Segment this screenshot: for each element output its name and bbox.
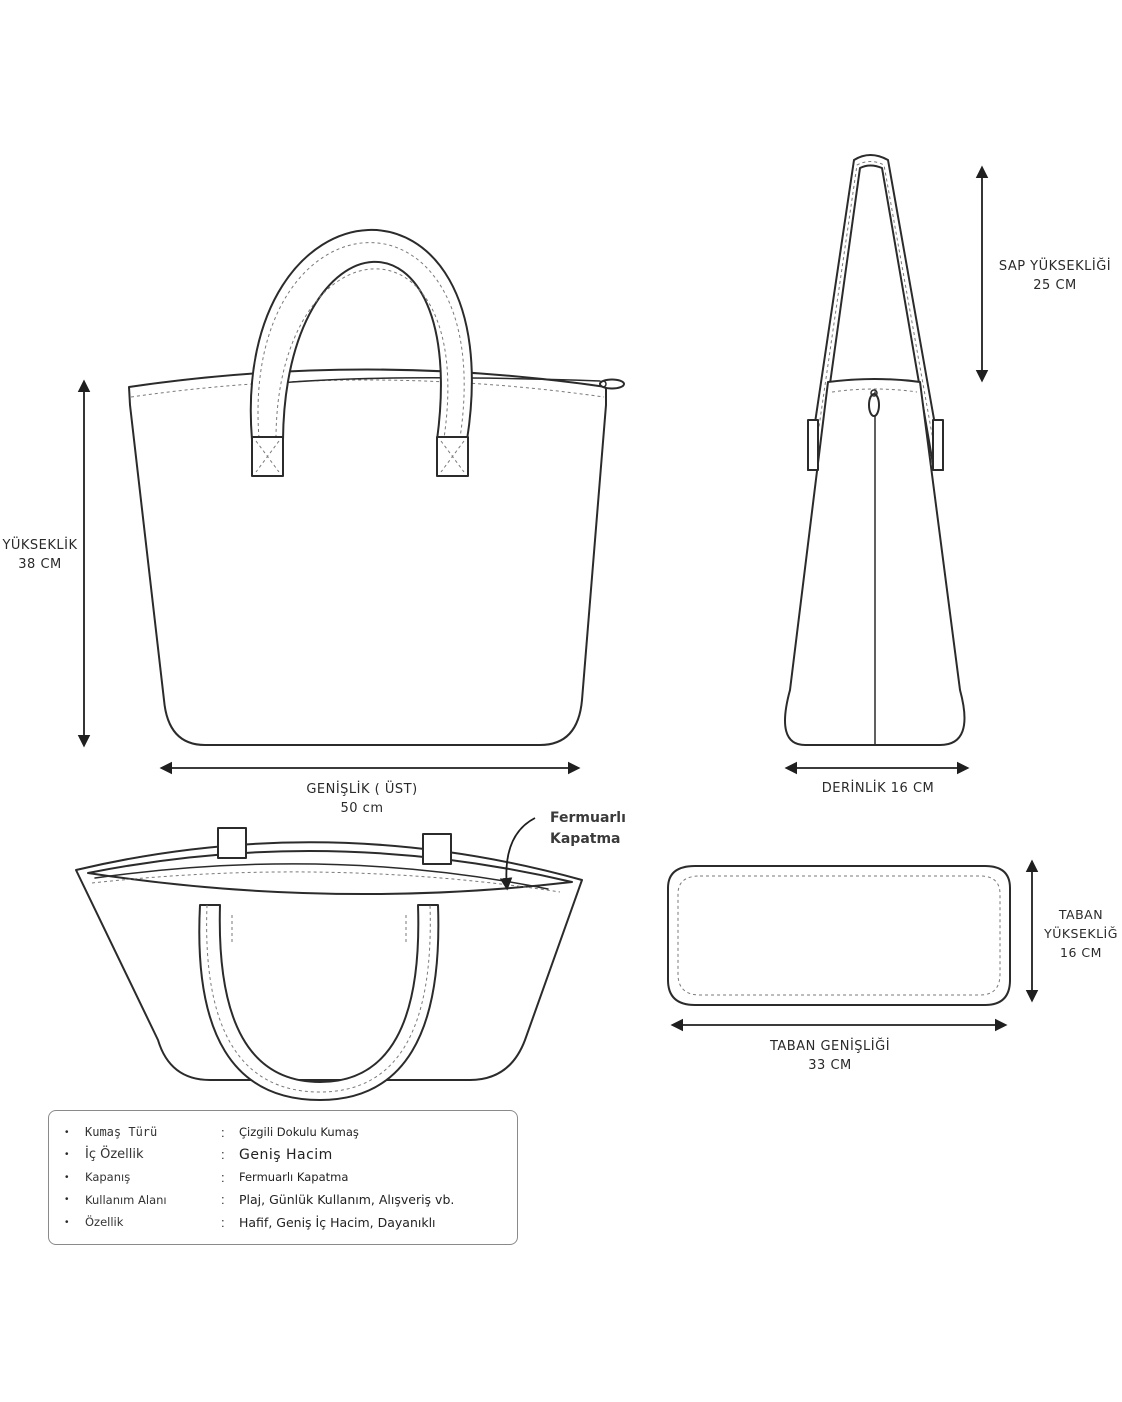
front-bag-body <box>128 368 607 746</box>
width-label: GENİŞLİK ( ÜST) 50 cm <box>272 780 452 818</box>
front-zipper-line <box>259 377 601 386</box>
zipper-pull-icon <box>599 378 625 390</box>
open-handle <box>198 904 440 1101</box>
spec-value: Geniş Hacim <box>239 1146 333 1163</box>
base-width-value: 33 CM <box>808 1058 852 1073</box>
height-title: YÜKSEKLİK <box>2 538 78 553</box>
base-width-title: TABAN GENİŞLİĞİ <box>769 1039 891 1054</box>
spec-key: İç Özellik <box>85 1147 144 1163</box>
spec-key: Kapanış <box>85 1170 131 1185</box>
side-zipper-pull-icon <box>868 389 880 417</box>
zipper-callout-arrow <box>499 817 536 891</box>
spec-key: Kullanım Alanı <box>85 1192 167 1207</box>
spec-row-interior: • İç Özellik : Geniş Hacim <box>65 1144 517 1167</box>
spec-row-usage: • Kullanım Alanı : Plaj, Günlük Kullanım… <box>65 1189 517 1212</box>
bullet-icon: • <box>65 1194 69 1206</box>
spec-separator: : <box>221 1214 225 1230</box>
spec-row-feature: • Özellik : Hafif, Geniş İç Hacim, Dayan… <box>65 1211 517 1234</box>
handle-height-value: 25 CM <box>1033 278 1077 293</box>
spec-value: Çizgili Dokulu Kumaş <box>239 1125 359 1140</box>
spec-separator: : <box>221 1192 225 1208</box>
spec-row-closure: • Kapanış : Fermuarlı Kapatma <box>65 1166 517 1189</box>
spec-key: Kumaş Türü <box>85 1125 158 1140</box>
bullet-icon: • <box>65 1171 69 1183</box>
base-height-label: TABAN YÜKSEKLİĞ 16 CM <box>1040 905 1122 962</box>
depth-label: DERİNLİK 16 CM <box>790 779 966 798</box>
front-top-hem-stitch <box>130 379 605 398</box>
base-outline <box>667 865 1011 1006</box>
bullet-icon: • <box>65 1149 69 1161</box>
spec-value: Hafif, Geniş İç Hacim, Dayanıklı <box>239 1214 436 1230</box>
spec-box: • Kumaş Türü : Çizgili Dokulu Kumaş • İç… <box>48 1110 518 1245</box>
zipper-note-label: Fermuarlı Kapatma <box>550 808 626 850</box>
base-view <box>667 865 1011 1006</box>
side-view <box>784 154 966 746</box>
spec-separator: : <box>221 1169 225 1185</box>
handle-height-title: SAP YÜKSEKLİĞİ <box>998 259 1112 274</box>
spec-separator: : <box>221 1124 225 1140</box>
bullet-icon: • <box>65 1216 69 1228</box>
zipper-note-line1: Fermuarlı <box>550 810 626 826</box>
base-height-title-2: YÜKSEKLİĞ <box>1044 926 1118 941</box>
left-handle-tab <box>251 436 284 477</box>
base-width-label: TABAN GENİŞLİĞİ 33 CM <box>750 1037 910 1075</box>
zipper-note-line2: Kapatma <box>550 831 621 847</box>
height-label: YÜKSEKLİK 38 CM <box>0 536 80 574</box>
depth-title: DERİNLİK 16 CM <box>821 781 935 796</box>
base-height-value: 16 CM <box>1060 945 1102 960</box>
base-height-title-1: TABAN <box>1058 907 1104 922</box>
handle-height-label: SAP YÜKSEKLİĞİ 25 CM <box>990 257 1120 295</box>
spec-value: Fermuarlı Kapatma <box>239 1170 349 1185</box>
width-title: GENİŞLİK ( ÜST) <box>306 782 418 797</box>
spec-value: Plaj, Günlük Kullanım, Alışveriş vb. <box>239 1192 455 1208</box>
spec-row-fabric: • Kumaş Türü : Çizgili Dokulu Kumaş <box>65 1121 517 1144</box>
bullet-icon: • <box>65 1126 69 1138</box>
spec-key: Özellik <box>85 1215 124 1230</box>
spec-separator: : <box>221 1147 225 1163</box>
front-view <box>128 229 625 746</box>
open-view <box>75 827 583 1101</box>
right-handle-tab <box>436 436 469 477</box>
height-value: 38 CM <box>18 557 62 572</box>
open-zipper-line <box>94 863 549 890</box>
width-value: 50 cm <box>340 801 384 816</box>
